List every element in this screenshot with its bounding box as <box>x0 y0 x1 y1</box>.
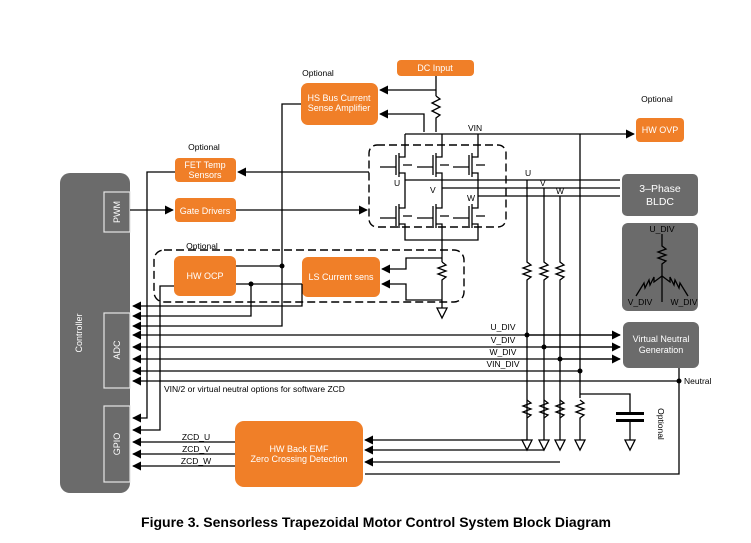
pwm-port <box>103 191 131 233</box>
inverter-bridge-group <box>368 144 507 228</box>
virtual-neutral-label-1: Virtual Neutral <box>633 334 690 344</box>
hw-ovp-block: HW OVP <box>636 118 684 142</box>
mosfet-bridge-icon <box>380 145 485 235</box>
star-u-div-label: U_DIV <box>649 224 674 234</box>
ocp-optional-group <box>153 249 465 303</box>
bldc-label-1: 3–Phase <box>639 183 681 195</box>
dc-input-block: DC Input <box>397 60 474 76</box>
bridge-v-label: V <box>430 185 436 195</box>
star-v-div-label: V_DIV <box>628 297 653 307</box>
bldc-label-2: BLDC <box>646 196 674 208</box>
optional-hs-label: Optional <box>302 68 334 78</box>
star-resistor-network: U_DIV V_DIV W_DIV <box>622 223 698 311</box>
zcd-w-label: ZCD_W <box>181 456 211 466</box>
bridge-u-label: U <box>394 178 400 188</box>
ls-current-label: LS Current sens <box>308 272 374 282</box>
zcd-v-label: ZCD_V <box>182 444 210 454</box>
gate-drivers-block: Gate Drivers <box>175 198 236 222</box>
hs-bus-label-1: HS Bus Current <box>307 93 371 103</box>
u-div-label: U_DIV <box>490 322 515 332</box>
w-div-label: W_DIV <box>490 347 517 357</box>
vin-div-label: VIN_DIV <box>486 359 519 369</box>
bridge-w-label: W <box>467 193 475 203</box>
optional-cap-label: Optional <box>656 408 666 440</box>
controller-block: Controller PWM ADC GPIO <box>60 173 131 493</box>
fet-temp-label-1: FET Temp <box>184 160 225 170</box>
optional-capacitor-icon <box>580 393 644 452</box>
hw-back-emf-zcd-block: HW Back EMF Zero Crossing Detection <box>235 421 363 487</box>
bldc-motor-block: 3–Phase BLDC <box>622 174 698 216</box>
optional-fet-label: Optional <box>188 142 220 152</box>
hs-bus-label-2: Sense Amplifier <box>308 103 371 113</box>
zcd-u-label: ZCD_U <box>182 432 210 442</box>
hw-ocp-label: HW OCP <box>187 271 224 281</box>
hs-shunt-resistor-icon <box>430 95 442 132</box>
ground-icon <box>435 307 449 320</box>
phase-u-label: U <box>525 168 531 178</box>
phase-w-label: W <box>556 186 564 196</box>
star-w-div-label: W_DIV <box>671 297 698 307</box>
virtual-neutral-label-2: Generation <box>639 345 684 355</box>
optional-ovp-label: Optional <box>641 94 673 104</box>
neutral-label: Neutral <box>684 376 712 386</box>
hs-bus-current-sense-block: HS Bus Current Sense Amplifier <box>301 83 378 125</box>
adc-label: ADC <box>112 340 122 360</box>
gate-drivers-label: Gate Drivers <box>180 206 231 216</box>
hw-ovp-label: HW OVP <box>642 125 679 135</box>
phase-v-label: V <box>540 178 546 188</box>
vin-label: VIN <box>468 123 482 133</box>
v-div-label: V_DIV <box>491 335 516 345</box>
gpio-label: GPIO <box>112 433 122 456</box>
bemf-label-1: HW Back EMF <box>269 444 329 454</box>
pwm-label: PWM <box>112 201 122 223</box>
ls-shunt-resistor-icon <box>436 261 448 308</box>
fet-temp-label-2: Sensors <box>188 170 222 180</box>
gpio-port <box>103 405 131 483</box>
phase-divider-resistors <box>520 180 587 452</box>
virtual-neutral-block: Virtual Neutral Generation <box>623 322 699 368</box>
adc-port <box>103 312 131 389</box>
bemf-label-2: Zero Crossing Detection <box>250 454 347 464</box>
optional-ocp-group-label: Optional <box>186 241 218 251</box>
figure-caption: Figure 3. Sensorless Trapezoidal Motor C… <box>141 514 611 530</box>
hw-ocp-block: HW OCP <box>174 256 236 296</box>
controller-label: Controller <box>74 313 84 352</box>
zcd-note-label: VIN/2 or virtual neutral options for sof… <box>164 384 345 394</box>
dc-input-label: DC Input <box>417 63 453 73</box>
fet-temp-sensors-block: FET Temp Sensors <box>175 158 236 182</box>
ls-current-sense-block: LS Current sens <box>302 257 380 297</box>
